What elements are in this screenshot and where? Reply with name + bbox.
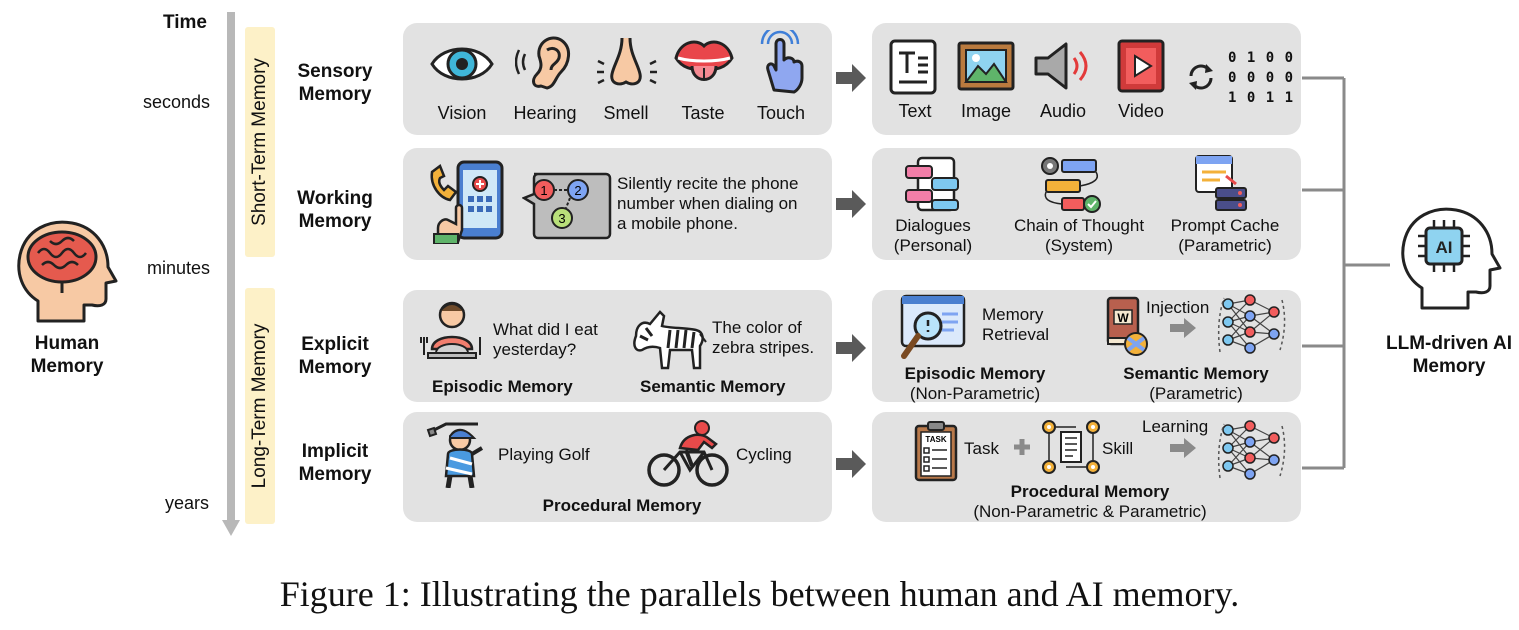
ai-connector-bracket bbox=[1302, 76, 1390, 470]
svg-text:W: W bbox=[1117, 311, 1129, 325]
ai-chain-of-thought: Chain of Thought(System) bbox=[1013, 216, 1145, 255]
modality-video: Video bbox=[1118, 101, 1164, 121]
chain-of-thought-icon bbox=[1041, 157, 1101, 213]
svg-text:AI: AI bbox=[1436, 238, 1453, 257]
touch-finger-icon bbox=[760, 30, 804, 94]
modality-text: Text bbox=[898, 101, 932, 121]
tick-minutes: minutes bbox=[147, 258, 211, 278]
modality-image: Image bbox=[960, 101, 1012, 121]
short-term-memory-label: Short-Term Memory bbox=[245, 27, 275, 257]
explicit-human-panel bbox=[403, 290, 832, 402]
implicit-human-panel bbox=[403, 412, 832, 522]
injection-arrow bbox=[1170, 318, 1196, 338]
person-eating-icon bbox=[420, 301, 481, 359]
human-head-brain-icon bbox=[17, 220, 118, 323]
sensory-ai-panel bbox=[872, 23, 1301, 135]
phone-dialing-icon bbox=[430, 160, 504, 244]
sense-vision: Vision bbox=[437, 103, 487, 123]
procedural-memory-title: Procedural Memory bbox=[542, 496, 702, 515]
ai-semantic-memory: Semantic Memory(Parametric) bbox=[1123, 364, 1269, 403]
learning-arrow bbox=[1170, 438, 1196, 458]
cycling-example-text: Cycling bbox=[736, 445, 792, 464]
zebra-icon bbox=[633, 310, 707, 370]
golf-example-text: Playing Golf bbox=[498, 445, 590, 464]
svg-text:2: 2 bbox=[574, 183, 581, 198]
long-term-memory-label: Long-Term Memory bbox=[245, 288, 275, 524]
sense-taste: Taste bbox=[681, 103, 725, 123]
sense-smell: Smell bbox=[603, 103, 649, 123]
number-bubble-icon: 1 2 3 bbox=[522, 172, 612, 240]
arrow-implicit bbox=[836, 450, 866, 478]
tick-years: years bbox=[165, 493, 210, 513]
neural-network-icon bbox=[1217, 420, 1286, 480]
speaker-audio-icon bbox=[1034, 42, 1088, 90]
binary-digits: 0 1 0 0 0 0 0 0 1 0 1 1 bbox=[1228, 50, 1295, 106]
ai-prompt-cache: Prompt Cache(Parametric) bbox=[1170, 216, 1280, 255]
ai-head-icon: AI bbox=[1401, 207, 1502, 310]
sense-hearing: Hearing bbox=[513, 103, 577, 123]
modality-audio: Audio bbox=[1039, 101, 1087, 121]
ai-injection-text: Injection bbox=[1146, 298, 1210, 317]
arrow-explicit bbox=[836, 334, 866, 362]
time-axis-title: Time bbox=[163, 12, 208, 33]
prompt-cache-icon bbox=[1195, 155, 1247, 211]
eye-icon bbox=[430, 47, 494, 81]
ai-task-text: Task bbox=[964, 439, 999, 458]
ai-procedural-memory: Procedural Memory(Non-Parametric & Param… bbox=[973, 482, 1207, 521]
svg-text:1: 1 bbox=[540, 183, 547, 198]
arrow-working bbox=[836, 190, 866, 218]
task-clipboard-icon: TASK bbox=[914, 421, 958, 482]
svg-text:TASK: TASK bbox=[925, 435, 946, 444]
convert-arrows-icon bbox=[1189, 64, 1213, 90]
ai-learning-text: Learning bbox=[1142, 417, 1209, 436]
ear-icon bbox=[515, 36, 570, 90]
image-picture-icon bbox=[957, 41, 1015, 91]
knowledge-book-icon: W bbox=[1106, 296, 1148, 356]
dialogue-chat-icon bbox=[905, 156, 959, 212]
nose-icon bbox=[597, 37, 657, 86]
plus-icon bbox=[1014, 439, 1030, 455]
video-play-icon bbox=[1117, 39, 1165, 93]
neural-network-icon bbox=[1217, 294, 1286, 354]
arrow-sensory bbox=[836, 64, 866, 92]
text-document-icon bbox=[889, 39, 937, 95]
ai-skill-text: Skill bbox=[1102, 439, 1134, 458]
svg-text:3: 3 bbox=[558, 211, 565, 226]
sense-touch: Touch bbox=[756, 103, 806, 123]
tongue-icon bbox=[674, 40, 734, 81]
ai-episodic-memory: Episodic Memory(Non-Parametric) bbox=[904, 364, 1046, 403]
memory-retrieval-magnifier-icon bbox=[900, 294, 966, 359]
ai-dialogues: Dialogues(Personal) bbox=[893, 216, 973, 255]
tick-seconds: seconds bbox=[143, 92, 211, 112]
semantic-memory-title: Semantic Memory bbox=[640, 377, 786, 396]
time-axis-arrow bbox=[222, 12, 240, 536]
cyclist-icon bbox=[647, 420, 729, 487]
skill-gears-icon bbox=[1042, 420, 1100, 474]
golfer-icon bbox=[426, 422, 484, 488]
episodic-memory-title: Episodic Memory bbox=[432, 377, 573, 396]
figure-caption: Figure 1: Illustrating the parallels bet… bbox=[279, 574, 1240, 614]
